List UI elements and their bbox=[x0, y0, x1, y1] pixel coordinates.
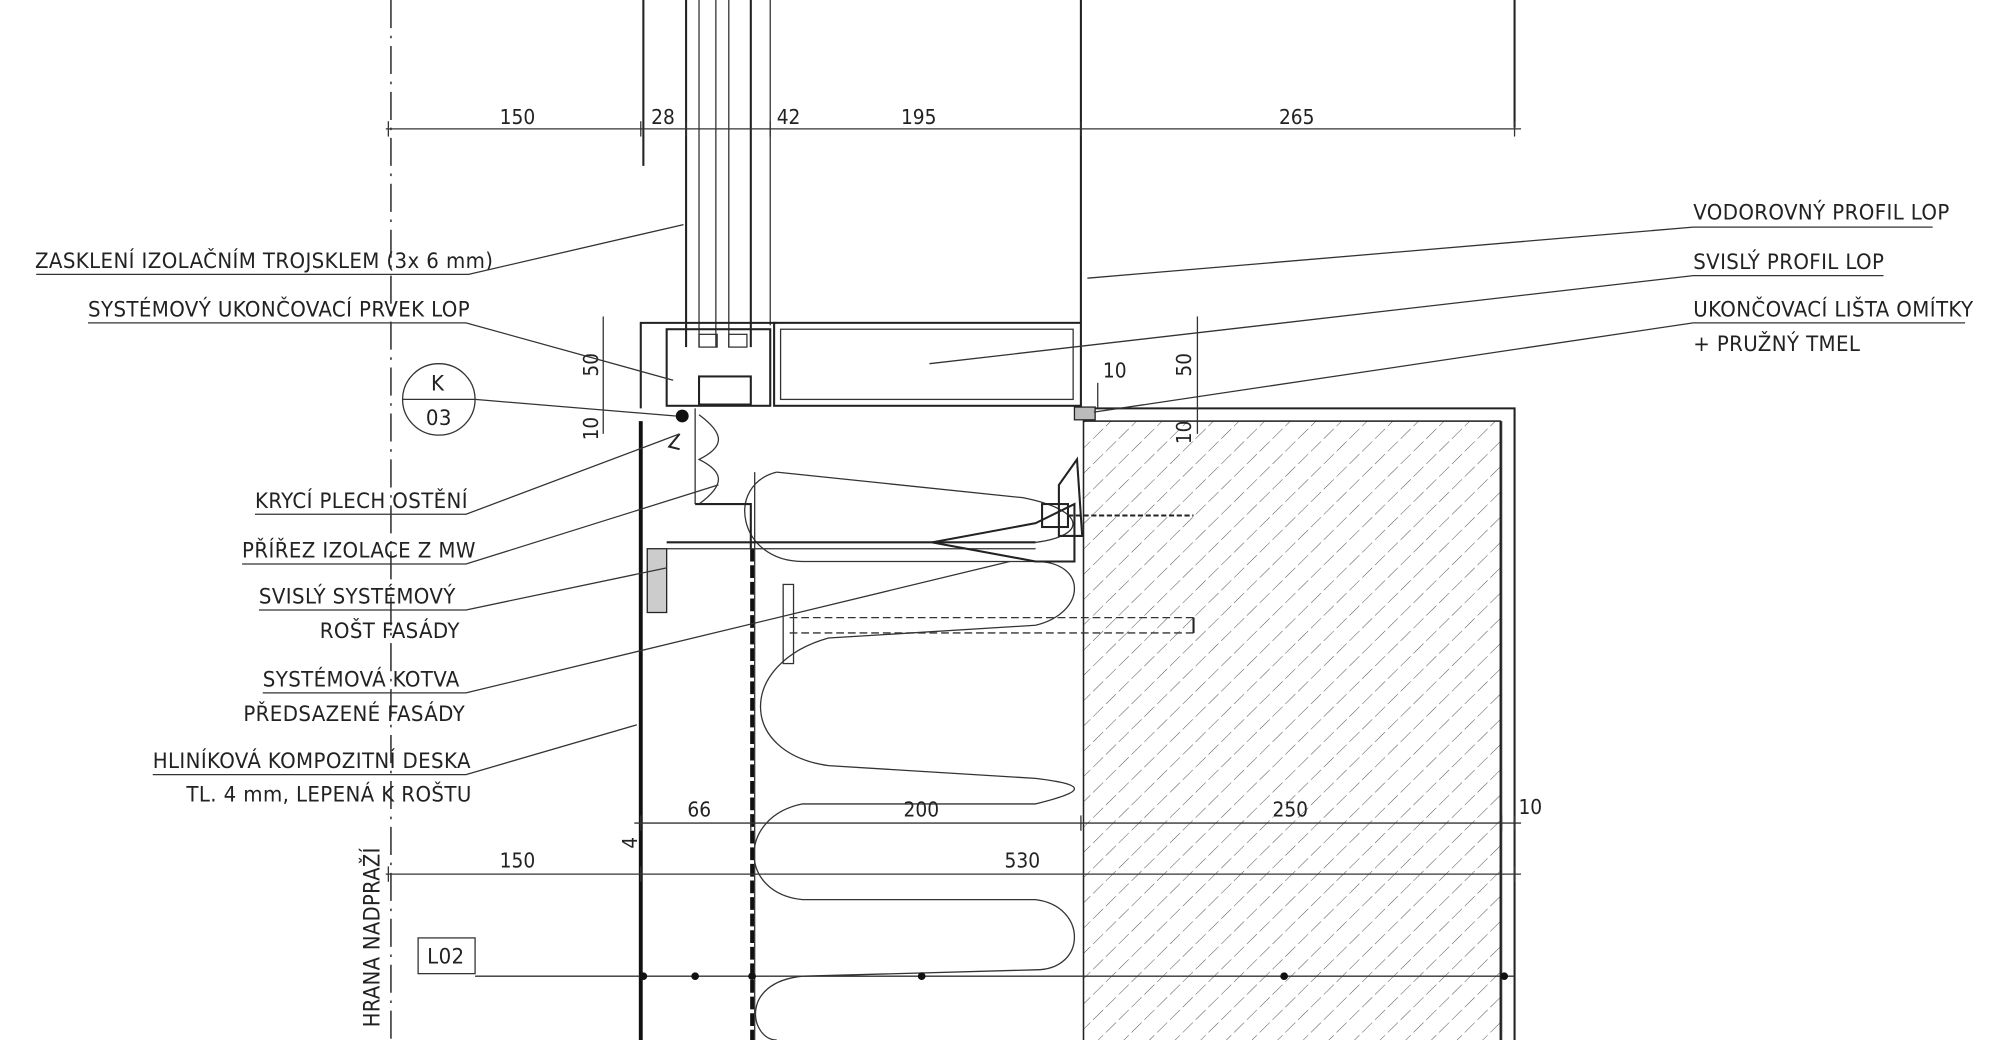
callout-anchor: SYSTÉMOVÁ KOTVA bbox=[263, 667, 460, 693]
callout-plaster-strip: UKONČOVACÍ LIŠTA OMÍTKY bbox=[1693, 297, 1974, 323]
dim-label: 150 bbox=[500, 105, 536, 129]
callout-composite-panel: HLINÍKOVÁ KOMPOZITNÍ DESKA bbox=[153, 748, 471, 774]
top-dimension-chain: 150 28 42 195 265 bbox=[385, 105, 1522, 137]
callout-horizontal-profile: VODOROVNÝ PROFIL LOP bbox=[1693, 200, 1949, 226]
level-tag: L02 bbox=[427, 945, 464, 970]
window-frame-profile bbox=[639, 321, 1082, 423]
callout-rail: SVISLÝ SYSTÉMOVÝ bbox=[259, 584, 457, 610]
dim-label: 195 bbox=[901, 105, 937, 129]
callout-vertical-profile: SVISLÝ PROFIL LOP bbox=[1693, 249, 1884, 275]
callout-plaster-strip-line2: + PRUŽNÝ TMEL bbox=[1693, 331, 1860, 357]
dim-label: 66 bbox=[687, 798, 711, 822]
detail-number: 03 bbox=[426, 406, 452, 431]
dim-label: 42 bbox=[777, 105, 801, 129]
dim-label: 28 bbox=[651, 105, 675, 129]
callout-rail-line2: ROŠT FASÁDY bbox=[320, 618, 461, 644]
bottom-dimension-chain: 4 66 200 250 10 150 530 bbox=[385, 795, 1542, 882]
dim-label: 150 bbox=[500, 849, 536, 873]
dim-label: 200 bbox=[904, 798, 940, 822]
dim-label: 530 bbox=[1005, 849, 1041, 873]
dim-label: 4 bbox=[618, 837, 642, 849]
left-callouts: ZASKLENÍ IZOLAČNÍM TROJSKLEM (3x 6 mm) S… bbox=[35, 223, 1010, 808]
detail-reference-bubble: K 03 bbox=[401, 363, 676, 436]
sealant-bead bbox=[675, 409, 689, 423]
dim-label: 10 bbox=[1172, 421, 1196, 444]
callout-glazing: ZASKLENÍ IZOLAČNÍM TROJSKLEM (3x 6 mm) bbox=[35, 248, 493, 274]
masonry-wall bbox=[1073, 406, 1516, 1040]
facade-rail bbox=[646, 548, 668, 614]
dim-label: 10 bbox=[579, 417, 603, 440]
dim-label: 250 bbox=[1272, 798, 1308, 822]
detail-letter: K bbox=[431, 372, 445, 397]
mineral-wool-insulation bbox=[694, 408, 1075, 1040]
dim-label: 50 bbox=[579, 353, 603, 376]
facade-cladding bbox=[638, 421, 1036, 1040]
dim-label: 265 bbox=[1279, 105, 1315, 129]
callout-insulation-cut: PŘÍŘEZ IZOLACE Z MW bbox=[242, 538, 476, 564]
triple-glazing bbox=[642, 0, 1516, 348]
callout-anchor-line2: PŘEDSAZENÉ FASÁDY bbox=[243, 701, 465, 727]
right-callouts: VODOROVNÝ PROFIL LOP SVISLÝ PROFIL LOP U… bbox=[929, 200, 1974, 413]
callout-cover-sheet: KRYCÍ PLECH OSTĚNÍ bbox=[255, 488, 468, 514]
level-marker: L02 HRANA NADPRAŽÍ bbox=[359, 847, 1515, 1027]
anchors bbox=[782, 456, 1195, 665]
dim-label: 50 bbox=[1172, 353, 1196, 376]
plaster-end-strip bbox=[1073, 406, 1096, 421]
dim-label: 10 bbox=[1518, 795, 1542, 819]
callout-composite-panel-line2: TL. 4 mm, LEPENÁ K ROŠTU bbox=[185, 782, 471, 808]
dim-label: 10 bbox=[1103, 359, 1127, 383]
callout-end-element: SYSTÉMOVÝ UKONČOVACÍ PRVEK LOP bbox=[88, 297, 470, 323]
edge-label: HRANA NADPRAŽÍ bbox=[359, 847, 385, 1027]
